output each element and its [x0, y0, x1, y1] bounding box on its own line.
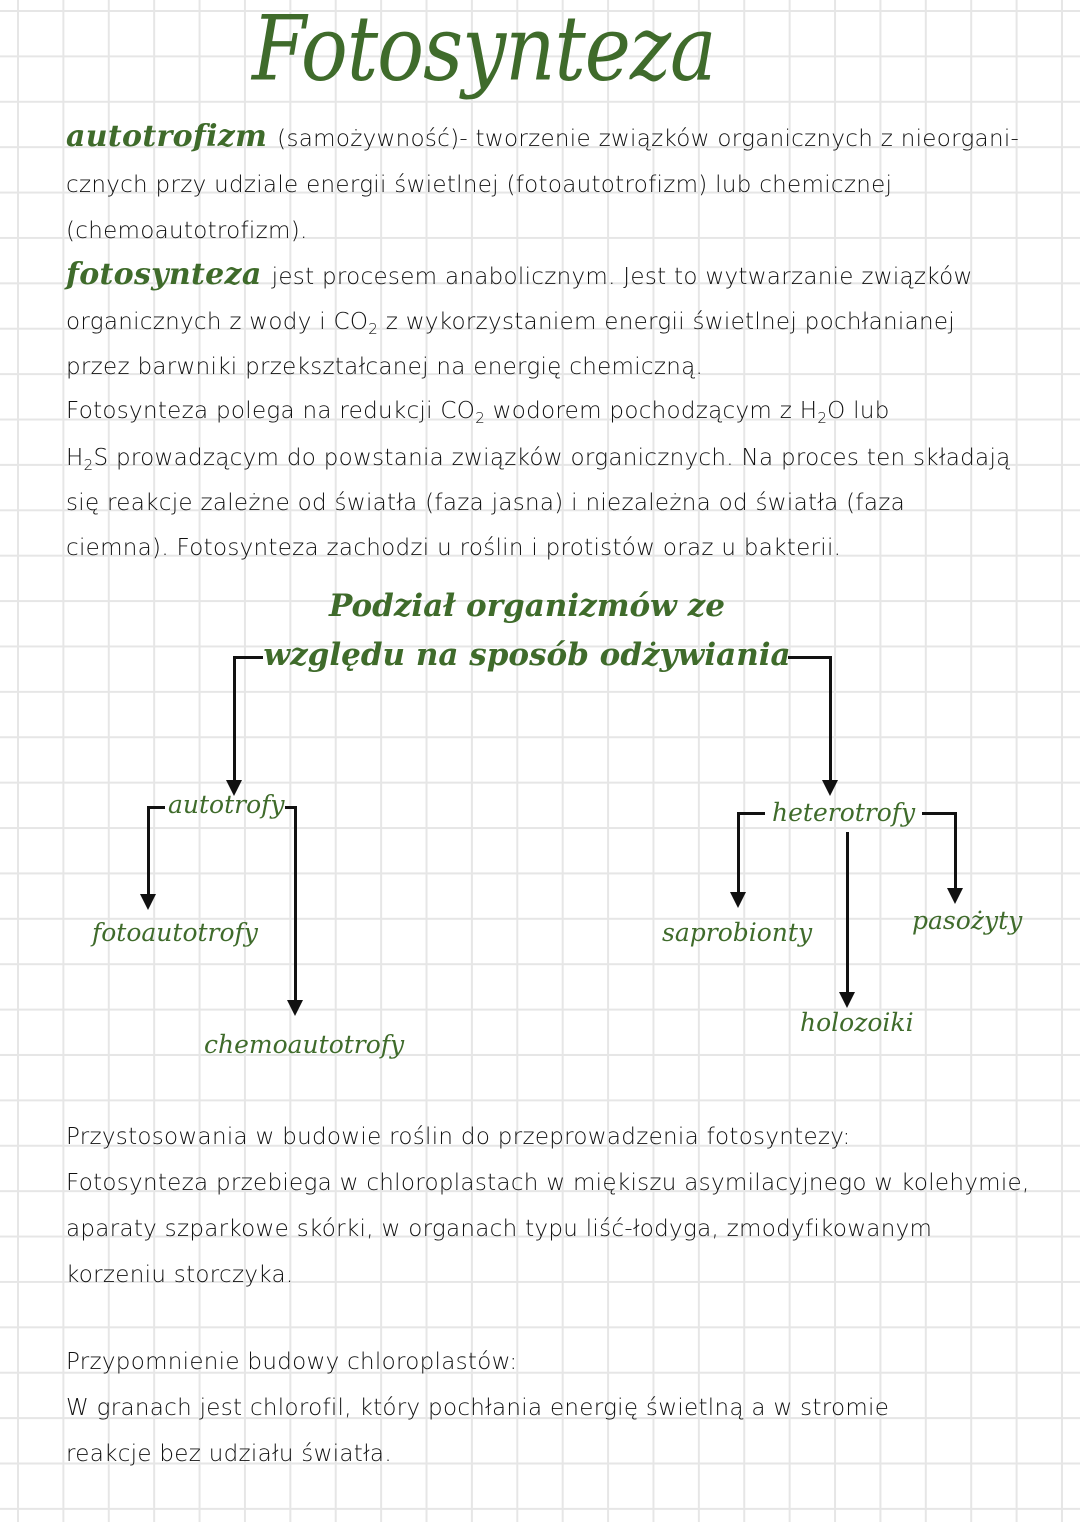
paragraph-line: H2S prowadzącym do powstania związków or…: [66, 443, 1011, 480]
connector-line: [147, 806, 165, 809]
subscript: 2: [475, 409, 486, 427]
text-segment: S prowadzącym do powstania związków orga…: [93, 445, 1011, 471]
connector-line: [846, 832, 849, 994]
arrow-down-icon: [140, 894, 156, 910]
diagram-heading-line1: Podział organizmów ze: [329, 588, 725, 624]
connector-line: [788, 656, 832, 659]
node-autotrofy: autotrofy: [168, 790, 285, 819]
connector-line: [922, 812, 957, 815]
connector-line: [294, 806, 297, 1000]
arrow-down-icon: [822, 780, 838, 796]
definition-line: przez barwniki przekształcanej na energi…: [66, 354, 704, 380]
connector-line: [954, 812, 957, 888]
definition-autotrofizm: autotrofizm (samożywność)- tworzenie zwią…: [66, 122, 1019, 154]
arrow-down-icon: [839, 992, 855, 1008]
chloroplasts-heading: Przypomnienie budowy chloroplastów:: [66, 1349, 518, 1375]
connector-line: [737, 812, 740, 892]
connector-line: [285, 806, 297, 809]
connector-line: [233, 656, 236, 780]
text-segment: Fotosynteza polega na redukcji CO: [66, 398, 476, 424]
text-segment: organicznych z wody i CO: [66, 309, 369, 335]
text-segment: O lub: [827, 398, 890, 424]
definition-line: organicznych z wody i CO2 z wykorzystani…: [66, 307, 955, 344]
subscript: 2: [368, 320, 379, 338]
definition-line: cznych przy udziale energii świetlnej (f…: [66, 172, 893, 198]
paragraph-line: ciemna). Fotosynteza zachodzi u roślin i…: [66, 535, 842, 561]
arrow-down-icon: [730, 892, 746, 908]
definition-text: jest procesem anabolicznym. Jest to wytw…: [271, 264, 973, 290]
node-holozoiki: holozoiki: [800, 1008, 914, 1037]
adaptations-heading: Przystosowania w budowie roślin do przep…: [66, 1124, 851, 1150]
node-pasozyty: pasożyty: [912, 906, 1023, 935]
adaptations-line: korzeniu storczyka.: [66, 1262, 294, 1288]
connector-line: [233, 656, 263, 659]
term-fotosynteza: fotosynteza: [66, 257, 262, 292]
arrow-down-icon: [226, 780, 242, 796]
connector-line: [737, 812, 765, 815]
definition-fotosynteza: fotosynteza jest procesem anabolicznym. J…: [66, 260, 973, 292]
text-segment: z wykorzystaniem energii świetlnej pochł…: [378, 309, 955, 335]
text-segment: wodorem pochodzącym z H: [485, 398, 818, 424]
node-chemoautotrofy: chemoautotrofy: [204, 1030, 405, 1059]
page-title: Fotosynteza: [252, 0, 717, 102]
node-fotoautotrofy: fotoautotrofy: [92, 918, 258, 947]
term-autotrofizm: autotrofizm: [66, 119, 268, 154]
paragraph-line: Fotosynteza polega na redukcji CO2 wodor…: [66, 396, 890, 433]
arrow-down-icon: [287, 1000, 303, 1016]
node-heterotrofy: heterotrofy: [772, 798, 916, 827]
connector-line: [147, 806, 150, 894]
definition-text: (samożywność)- tworzenie związków organi…: [277, 126, 1020, 152]
arrow-down-icon: [947, 888, 963, 904]
subscript: 2: [817, 409, 828, 427]
subscript: 2: [83, 456, 94, 474]
node-saprobionty: saprobionty: [662, 918, 813, 947]
diagram-heading-line2: względu na sposób odżywiania: [263, 637, 791, 673]
chloroplasts-line: reakcje bez udziału światła.: [66, 1441, 392, 1467]
adaptations-line: aparaty szparkowe skórki, w organach typ…: [66, 1216, 933, 1242]
connector-line: [829, 656, 832, 780]
chloroplasts-line: W granach jest chlorofil, który pochłani…: [66, 1395, 890, 1421]
adaptations-line: Fotosynteza przebiega w chloroplastach w…: [66, 1170, 1030, 1196]
paragraph-line: się reakcje zależne od światła (faza jas…: [66, 490, 905, 516]
definition-line: (chemoautotrofizm).: [66, 218, 308, 244]
text-segment: H: [66, 445, 84, 471]
